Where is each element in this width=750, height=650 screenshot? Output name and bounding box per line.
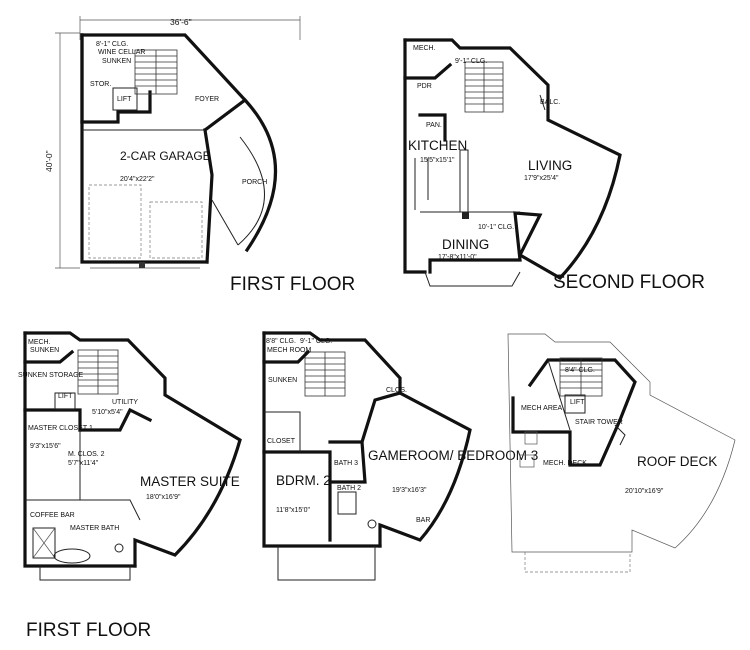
svg-text:8'4" CLG.: 8'4" CLG. (565, 367, 595, 374)
lift-label: LIFT (58, 393, 73, 400)
roof-deck-dimension: 20'10"x16'9" (625, 488, 664, 495)
master-floor-stairs (77, 349, 119, 395)
svg-text:SUNKEN: SUNKEN (102, 58, 131, 65)
plan-first-floor: 36'-6" 40'-0" 8'-1" CLG. (44, 16, 355, 295)
plan-bedroom-floor: 8'8" CLG. 9'-1" CLG. MECH ROOM SUNKEN CL… (262, 331, 538, 581)
mech-label: MECH. (413, 45, 436, 52)
first-floor-stairs (134, 49, 178, 95)
dining-dimension: 17'-8"x11'-0" (438, 254, 477, 261)
gameroom-dimension: 19'3"x16'3" (392, 487, 427, 494)
roof-stairs (559, 357, 603, 397)
stair-tower-wall (511, 358, 637, 467)
first-floor-title: FIRST FLOOR (230, 274, 355, 295)
svg-text:SUNKEN: SUNKEN (268, 377, 297, 384)
kitchen-dimension: 15'5"x15'1" (420, 157, 455, 164)
master-closet-1-dimension: 9'3"x15'6" (30, 443, 61, 450)
porch-label: PORCH (242, 179, 267, 186)
mech-deck-label: MECH. DECK (543, 460, 587, 467)
svg-text:9'-1" CLG.: 9'-1" CLG. (300, 338, 332, 345)
svg-text:9'-1" CLG.: 9'-1" CLG. (455, 58, 487, 65)
width-dimension: 36'-6" (170, 17, 192, 27)
lift-shaft (112, 87, 138, 111)
closet-label: CLOS. (386, 387, 407, 394)
depth-dimension: 40'-0" (44, 150, 54, 172)
garage-door-right (149, 201, 203, 259)
bedroom-floor-outer-wall (262, 331, 382, 548)
kitchen-label: KITCHEN (408, 138, 467, 153)
bath-2-label: BATH 2 (337, 485, 361, 492)
bath-3-label: BATH 3 (334, 460, 358, 467)
plan-master-floor: MECH. SUNKEN SUNKEN STORAGE LIFT UTILITY… (18, 331, 242, 641)
shower (32, 527, 56, 559)
master-floor-title: FIRST FLOOR (26, 620, 151, 641)
toilet (367, 519, 377, 529)
mech-label: MECH. (28, 339, 51, 346)
roof-outline (507, 333, 736, 553)
wine-cellar-label: WINE CELLAR (98, 49, 145, 56)
toilet (114, 543, 124, 553)
second-floor-outer-wall (403, 38, 427, 274)
master-bath-label: MASTER BATH (70, 525, 119, 532)
master-suite-label: MASTER SUITE (140, 474, 240, 489)
dining-bay (424, 271, 521, 287)
utility-label: UTILITY (112, 399, 138, 406)
storage-label: STOR. (90, 81, 111, 88)
plan-roof-deck: 8'4" CLG. MECH AREA LIFT STAIR TOWER MEC… (507, 333, 736, 573)
stair-tower-label: STAIR TOWER (575, 419, 623, 426)
storage-label: SUNKEN STORAGE (18, 372, 84, 379)
lift-label: LIFT (570, 399, 585, 406)
svg-text:SUNKEN: SUNKEN (30, 347, 59, 354)
lift-label: LIFT (117, 96, 132, 103)
bedroom-2-dimension: 11'8"x15'0" (276, 507, 310, 514)
master-closet-2-dimension: 5'7"x11'4" (68, 460, 99, 467)
balcony-label: BALC. (540, 99, 560, 106)
kitchen-island (459, 149, 469, 213)
master-closet-1-label: MASTER CLOSET 1 (28, 425, 93, 432)
plan-second-floor: MECH. 9'-1" CLG. PDR PAN. BALC. KITCHEN … (403, 38, 705, 293)
svg-text:8'-1" CLG.: 8'-1" CLG. (96, 41, 128, 48)
lift-shaft (564, 394, 586, 414)
roof-deck-label: ROOF DECK (637, 454, 717, 469)
foyer-label: FOYER (195, 96, 219, 103)
utility-dimension: 5'10"x5'4" (92, 409, 123, 416)
bedroom-floor-stairs (304, 351, 346, 397)
dining-label: DINING (442, 237, 489, 252)
closet-2-label: CLOSET (267, 438, 296, 445)
garage-label: 2-CAR GARAGE (120, 149, 211, 163)
powder-label: PDR (417, 83, 432, 90)
garage-dimension: 20'4"x22'2" (120, 176, 155, 183)
second-floor-title: SECOND FLOOR (553, 272, 705, 293)
second-floor-stairs (464, 61, 504, 113)
bath-2-tub (337, 491, 357, 515)
svg-text:10'-1" CLG.: 10'-1" CLG. (478, 224, 514, 231)
master-closet-2-label: M. CLOS. 2 (68, 451, 105, 458)
svg-text:8'8" CLG.: 8'8" CLG. (266, 338, 296, 345)
bedroom-2-label: BDRM. 2 (276, 473, 331, 488)
mech-room-label: MECH ROOM (267, 347, 312, 354)
gameroom-label: GAMEROOM/ BEDROOM 3 (368, 448, 538, 463)
bar-label: BAR (416, 517, 430, 524)
master-suite-dimension: 18'0"x16'9" (146, 494, 181, 501)
porch-edge (237, 136, 265, 246)
coffee-bar-label: COFFEE BAR (30, 512, 75, 519)
living-dimension: 17'9"x25'4" (524, 175, 559, 182)
pantry-label: PAN. (426, 122, 442, 129)
living-label: LIVING (528, 158, 572, 173)
mech-area-label: MECH AREA (521, 405, 563, 412)
garage-door-left (88, 184, 142, 259)
bathtub (53, 548, 91, 564)
